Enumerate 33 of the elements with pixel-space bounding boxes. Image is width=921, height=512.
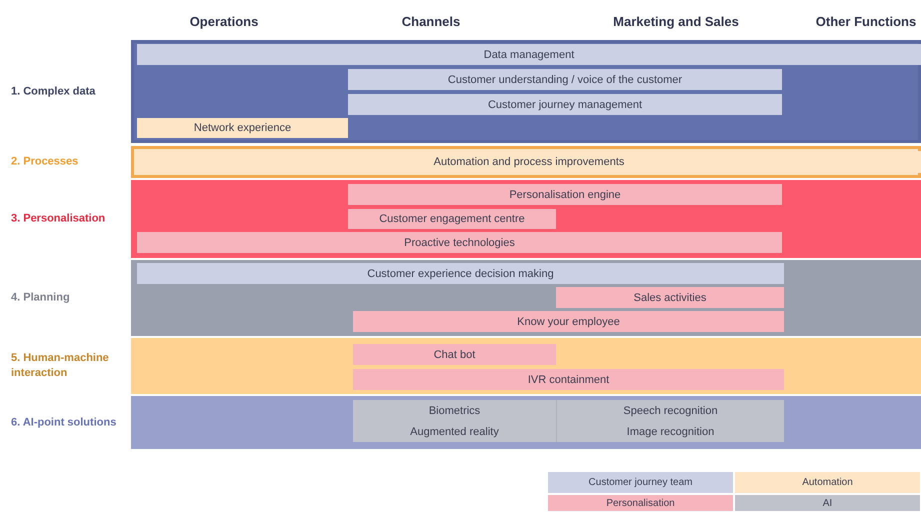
column-header: Channels (402, 14, 460, 29)
initiative-bar: Augmented reality (353, 421, 556, 442)
legend-item: Customer journey team (547, 471, 734, 494)
row-band (8, 146, 921, 178)
row-label: 2. Processes (11, 154, 80, 170)
initiative-bar: Sales activities (556, 287, 784, 308)
initiative-bar: Know your employee (353, 311, 784, 332)
initiative-bar: Network experience (137, 118, 348, 138)
initiative-bar: Customer understanding / voice of the customer (348, 69, 782, 90)
row-label: 6. AI-point solutions (11, 415, 118, 430)
initiative-bar: Customer engagement centre (348, 209, 556, 229)
initiative-bar: Biometrics (353, 400, 556, 421)
column-header: Other Functions (816, 14, 916, 29)
initiative-bar: IVR containment (353, 369, 784, 390)
row-label: 1. Complex data (11, 84, 96, 99)
legend-item: Automation (734, 471, 921, 494)
column-header: Operations (190, 14, 258, 29)
row-label: 4. Planning (11, 290, 71, 306)
row-band (8, 260, 921, 336)
row-label: 5. Human-machine interaction (11, 351, 110, 381)
initiative-bar: Customer journey management (348, 94, 782, 115)
initiative-bar: Speech recognition (556, 400, 784, 421)
initiative-bar: Data management (137, 44, 921, 65)
row-band (8, 180, 921, 258)
legend-item: AI (734, 494, 921, 512)
initiative-bar: Proactive technologies (137, 232, 782, 253)
initiative-bar: Personalisation engine (348, 184, 782, 205)
initiative-bar: Customer experience decision making (137, 263, 784, 284)
row-label: 3. Personalisation (11, 212, 106, 226)
legend-item: Personalisation (547, 494, 734, 512)
initiative-bar: Chat bot (353, 344, 556, 365)
initiative-bar: Image recognition (556, 421, 784, 442)
column-header: Marketing and Sales (613, 14, 739, 29)
